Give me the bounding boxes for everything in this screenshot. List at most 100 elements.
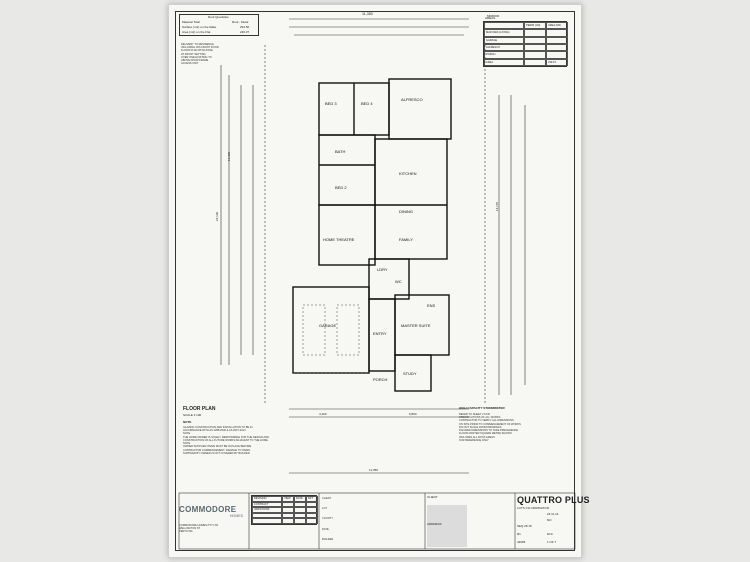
areas-title: AREAS	[485, 16, 496, 20]
note-line: ACCORDANCE WITH AS 1288-2006 & AS 2047-2…	[183, 429, 246, 433]
project-design-code: R1	[517, 532, 521, 536]
left-note-line: INCLUDING 30S FRONT DOOR	[181, 46, 219, 50]
notes-right-title: HIGH CAPACITY STORMWATER	[459, 406, 505, 410]
note-line: THE HOME OWNER IS SOLELY RESPONSIBLE FOR…	[183, 435, 269, 439]
room-wc: WC	[395, 279, 402, 284]
areas-table: PERIM (LM) AREA (M2) MAIN RES (LIVING) G…	[483, 21, 568, 67]
room-garage: GARAGE	[319, 323, 337, 328]
project-drawn: NO	[547, 518, 552, 522]
company-line: PERTH WA	[179, 530, 193, 534]
project-date: 24.11.14	[547, 512, 559, 516]
note-line: NOTE	[183, 432, 191, 436]
areas-cell	[546, 29, 568, 37]
areas-cell	[524, 29, 546, 37]
room-master: MASTER SUITE	[401, 323, 431, 328]
rev-cell: CONTRACT	[252, 501, 282, 508]
project-sub: LOTS CO-ORDINATOR	[517, 506, 549, 510]
areas-cell: MAIN RES (LIVING)	[484, 29, 524, 37]
left-note-line: DELIVERY TO RESIDENCE	[181, 43, 214, 46]
note-line: FOR REFERENCE ONLY	[459, 438, 489, 442]
company-details: COMMODORE HOMES PTY LTD WELLINGTON ST PE…	[179, 524, 243, 534]
floor-plan-notes-right: REFER TO SHEET 2 FOR SPECIFICATIONS OF A…	[459, 413, 521, 442]
dim-bottom-left: 4,400	[319, 412, 327, 416]
roof-row-3-value: 246.37	[240, 30, 250, 34]
left-note-line: ACCESS UNIT	[181, 62, 199, 66]
project-sheet: 1 OF 7	[547, 540, 557, 544]
client-fields: CLIENT LOT COUNTY DATE BUILDER	[322, 497, 333, 541]
project-number: 44065	[517, 540, 526, 544]
rev-cell	[252, 518, 282, 524]
client-field: BUILDER	[322, 537, 334, 541]
rev-header: REVISION	[252, 496, 282, 502]
room-laundry: LDRY	[377, 267, 388, 272]
dim-bottom-total: 11,350	[369, 468, 378, 472]
areas-cell: ALFRESCO	[484, 44, 524, 52]
roof-row-3-label: Area (m2) on the Flat	[182, 30, 211, 34]
left-note-line: OVER ONE EXISTING TO	[181, 55, 212, 59]
dim-side-left: 16,600	[227, 151, 232, 162]
roof-row-1-value: Roof - Metal	[232, 20, 249, 24]
rev-cell	[294, 518, 306, 524]
room-kitchen: KITCHEN	[399, 171, 417, 176]
rev-cell	[294, 507, 306, 513]
areas-cell	[524, 51, 546, 59]
rev-cell	[282, 512, 294, 519]
rev-cell: VARIATIONS	[252, 507, 282, 513]
brand-block: COMMODORE HOMES COMMODORE HOMES PTY LTD …	[179, 495, 243, 547]
address-label: ADDRESS	[427, 522, 442, 526]
floor-plan-sheet: Roof Quantities Material Total Roof - Me…	[168, 4, 590, 558]
dim-overall-height: 24,130	[215, 211, 220, 222]
note-line: SPECIFICATIONS OF ALL WORKS	[459, 416, 501, 420]
rev-header: DATE	[294, 496, 306, 502]
room-entry: ENTRY	[373, 331, 387, 336]
room-ens: ENS	[427, 303, 436, 308]
mirror-label: MIRROR	[487, 14, 500, 18]
rev-cell	[294, 501, 306, 508]
note-line: ON SITE PRIOR TO COMMENCEMENT OF WORKS	[459, 422, 521, 426]
rev-cell	[282, 507, 294, 513]
client-field: CLIENT	[322, 497, 332, 500]
project-name: QUATTRO PLUS	[517, 495, 590, 505]
roof-quantities-title: Roof Quantities	[208, 15, 229, 19]
areas-cell: AREA	[484, 58, 524, 66]
company-line: WELLINGTON ST	[179, 527, 201, 531]
areas-cell	[524, 36, 546, 44]
room-alfresco: ALFRESCO	[401, 97, 423, 102]
areas-cell: GARAGE	[484, 36, 524, 44]
room-bath: BATH	[335, 149, 346, 154]
project-sheet-code: D10	[547, 532, 553, 536]
rev-cell	[306, 518, 318, 524]
room-home-theatre: HOME THEATRE	[323, 237, 355, 242]
left-notes: DELIVERY TO RESIDENCE INCLUDING 30S FRON…	[181, 43, 219, 66]
rev-cell	[282, 518, 294, 524]
note-line: SUPPLIED BY OWNER IS NOT COVERED BY BUIL…	[183, 451, 250, 455]
areas-cell	[546, 36, 568, 44]
note-line: FIGURED DIMENSIONS TO TAKE PRECEDENCE	[459, 429, 519, 433]
rev-cell	[306, 512, 318, 519]
room-bed2: BED 2	[335, 185, 347, 190]
left-note-line: FLOOR PLAN WITH ZONE	[181, 49, 213, 53]
client-label: CLIENT	[427, 495, 438, 499]
room-dining: DINING	[399, 209, 413, 214]
note-line: FLOOR MASTER SQUARE METRE SHOWN	[459, 432, 512, 436]
note-line: INCLUDES ALL ROOF AREAS	[459, 435, 495, 439]
project-job-no: SEQ 28 15	[517, 524, 532, 528]
areas-header-area: AREA (M2)	[546, 22, 568, 30]
room-porch: PORCH	[373, 377, 388, 382]
note-line: NOTE	[183, 442, 191, 446]
areas-cell	[546, 51, 568, 59]
room-bed3: BED 3	[325, 101, 337, 106]
roof-row-1-label: Material Total	[182, 20, 200, 24]
roof-row-2-value: 294.50	[240, 25, 250, 29]
areas-cell	[546, 44, 568, 52]
note-line: DO NOT SCALE FROM DRAWINGS	[459, 425, 502, 429]
client-field: DATE	[322, 527, 329, 531]
company-line: COMMODORE HOMES PTY LTD	[179, 524, 219, 527]
note-line: CONTRACTOR COMMENCEMENT. DAMAGE TO ITEMS	[183, 448, 251, 452]
rev-cell	[282, 501, 294, 508]
note-line: CONSTRUCTION OF ALL FUTURE WORKS ADJACEN…	[183, 438, 268, 442]
areas-header-perim: PERIM (LM)	[524, 22, 546, 30]
floor-plan-scale: SCALE 1:100	[183, 413, 202, 417]
company-logo: COMMODORE	[179, 505, 237, 514]
room-family: FAMILY	[399, 237, 413, 242]
